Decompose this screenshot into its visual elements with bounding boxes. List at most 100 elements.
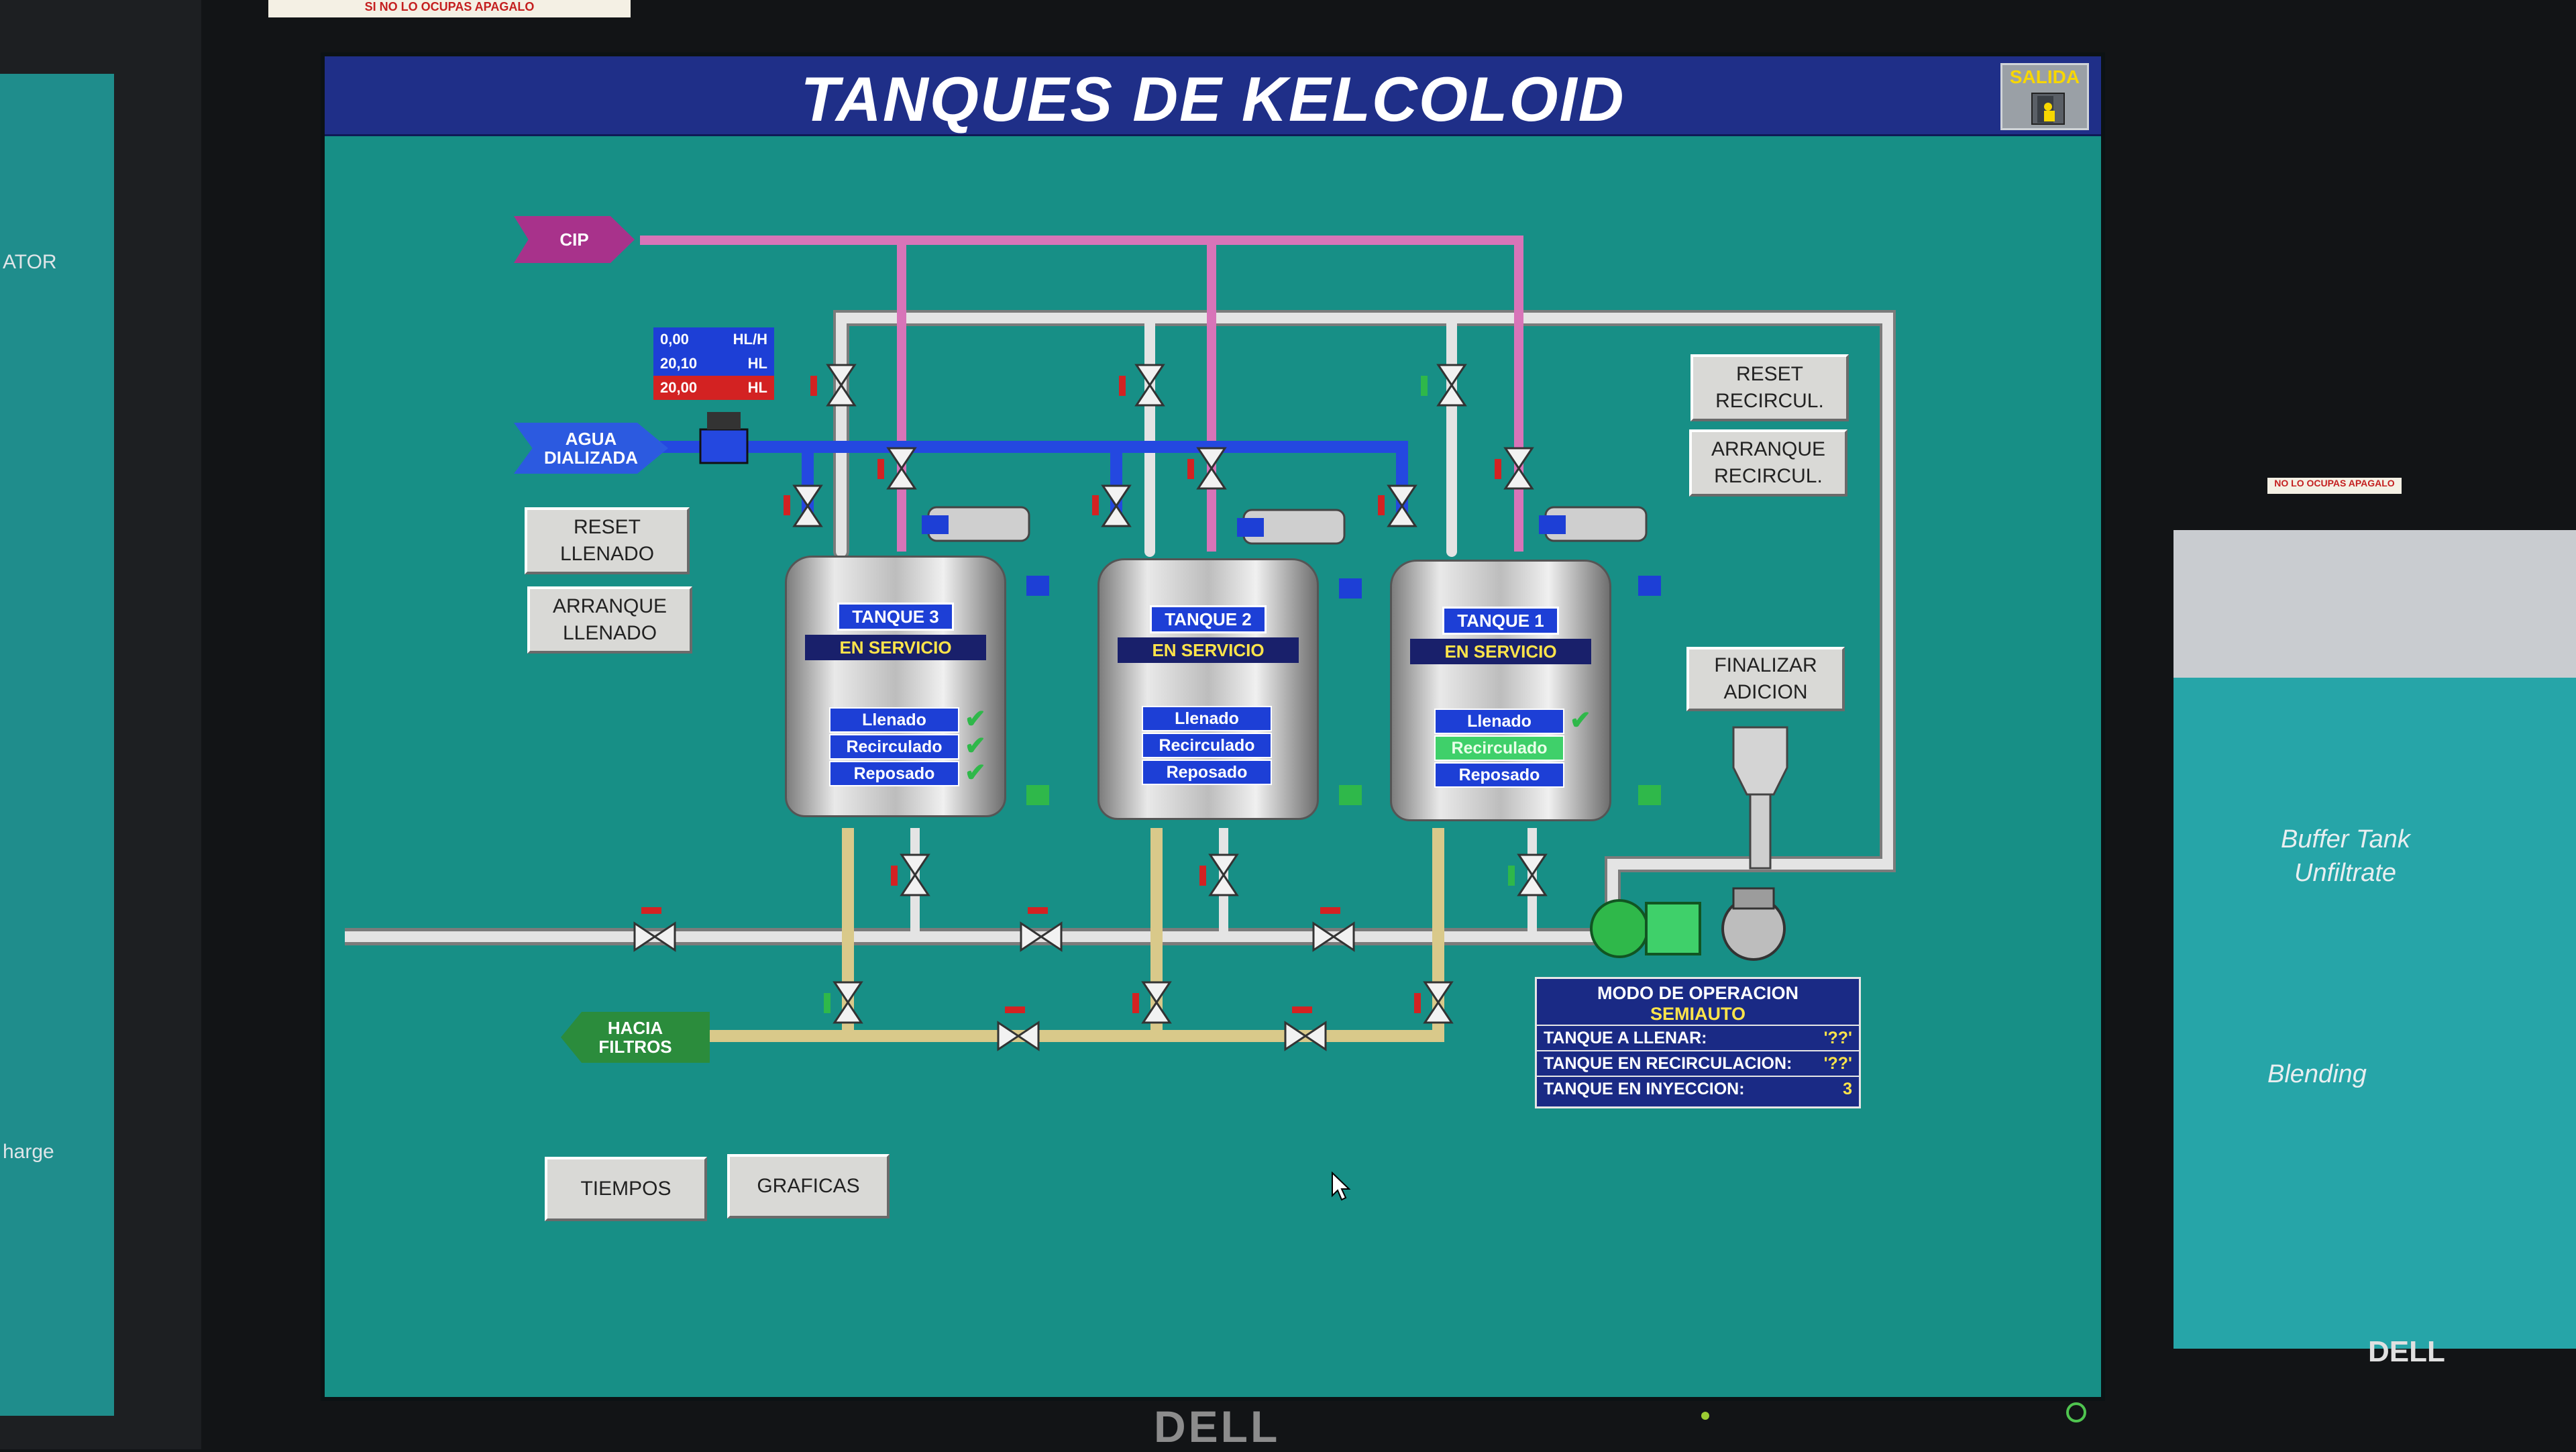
valve-actuators [641, 376, 1515, 1013]
flow-meter-icon [699, 412, 749, 464]
step-recirc-active: Recirculado [1434, 735, 1564, 761]
tank-3[interactable]: TANQUE 3 EN SERVICIO Llenado ✔ Recircula… [785, 556, 1006, 817]
addition-hopper-icon [1732, 726, 1788, 870]
mode-row: TANQUE EN INYECCION:3 [1537, 1076, 1859, 1101]
tank-name: TANQUE 1 [1442, 607, 1559, 635]
valve-actuator-red [877, 459, 884, 479]
valve-icon [1436, 364, 1467, 407]
agitator-motors [922, 506, 1648, 545]
start-fill-button[interactable]: ARRANQUE LLENADO [527, 586, 692, 654]
check-icon [1277, 733, 1308, 757]
mode-row: TANQUE A LLENAR:'??' [1537, 1025, 1859, 1050]
step-recirc: Recirculado [1142, 733, 1272, 758]
exit-label: SALIDA [2009, 66, 2080, 87]
step-rest: Reposado [829, 761, 959, 786]
power-button-icon[interactable] [2066, 1402, 2086, 1422]
sensor-icon [1026, 785, 1049, 805]
right-monitor-header [2174, 530, 2576, 678]
sensor-icon [1339, 578, 1362, 599]
start-recirc-button[interactable]: ARRANQUE RECIRCUL. [1689, 429, 1847, 497]
valve-actuator-red [1414, 993, 1421, 1013]
exit-button[interactable]: SALIDA [2000, 63, 2089, 130]
valve-actuator-red [1495, 459, 1501, 479]
valve-icon [1517, 853, 1548, 896]
right-monitor-screen: Buffer Tank Unfiltrate Blending [2174, 530, 2576, 1349]
left-monitor-text: harge [3, 1141, 54, 1163]
scada-screen: TANQUES DE KELCOLOID SALIDA [321, 52, 2105, 1401]
check-icon [1277, 760, 1308, 784]
right-monitor-brand: DELL [2368, 1335, 2445, 1368]
check-icon [1277, 706, 1308, 730]
title-bar: TANQUES DE KELCOLOID SALIDA [325, 56, 2101, 136]
tank-2[interactable]: TANQUE 2 EN SERVICIO Llenado Recirculado… [1097, 558, 1319, 820]
valve-actuator-red [1320, 907, 1340, 914]
valve-icon [886, 447, 917, 490]
right-monitor-label: Unfiltrate [2294, 859, 2397, 887]
mode-value: SEMIAUTO [1650, 1004, 1746, 1024]
valves [633, 364, 1548, 1051]
valve-actuator-red [1005, 1006, 1025, 1013]
valve-actuator-red [1092, 495, 1099, 515]
sensor-icon [1026, 576, 1049, 596]
right-monitor-label: Buffer Tank [2281, 825, 2410, 853]
valve-icon [1134, 364, 1165, 407]
water-source-tag: AGUA DIALIZADA [514, 423, 668, 474]
step-fill: Llenado [829, 707, 959, 733]
sensor-icon [1339, 785, 1362, 805]
check-icon: ✔ [965, 732, 986, 760]
valve-icon [1020, 921, 1063, 952]
mixer-icon [1721, 887, 1786, 961]
piping-diagram [345, 236, 1896, 1051]
valve-actuator-red [1028, 907, 1048, 914]
tank-name: TANQUE 2 [1150, 605, 1267, 633]
valve-icon [900, 853, 930, 896]
valve-icon [1141, 981, 1172, 1024]
sensor-icon [1638, 576, 1661, 596]
water-pipe [660, 441, 1408, 513]
valve-actuator-green [824, 993, 830, 1013]
valve-icon [792, 484, 823, 527]
valve-actuator-red [891, 866, 898, 886]
left-monitor-text: ATOR [3, 251, 57, 273]
valve-icon [826, 364, 857, 407]
valve-actuator-red [784, 495, 790, 515]
valve-actuator-red [1187, 459, 1194, 479]
valve-icon [1196, 447, 1227, 490]
level-sensors [1026, 576, 1661, 805]
mode-row: TANQUE EN RECIRCULACION:'??' [1537, 1050, 1859, 1076]
tank-state: EN SERVICIO [1118, 637, 1299, 663]
tank-1[interactable]: TANQUE 1 EN SERVICIO Llenado ✔ Recircula… [1390, 560, 1611, 821]
tank-state: EN SERVICIO [1410, 639, 1591, 664]
step-rest: Reposado [1434, 762, 1564, 788]
valve-actuator-green [1508, 866, 1515, 886]
times-button[interactable]: TIEMPOS [545, 1157, 707, 1221]
valve-icon [997, 1021, 1040, 1051]
reset-recirc-button[interactable]: RESET RECIRCUL. [1690, 354, 1849, 421]
valve-actuator-red [1292, 1006, 1312, 1013]
left-background: ATOR harge [0, 0, 201, 1449]
valve-icon [1208, 853, 1239, 896]
mouse-cursor-icon [1332, 1172, 1351, 1201]
valve-icon [1312, 921, 1355, 952]
charts-button[interactable]: GRAFICAS [727, 1154, 890, 1218]
valve-actuator-green [1421, 376, 1428, 396]
mode-title: MODO DE OPERACION [1597, 983, 1799, 1003]
reset-fill-button[interactable]: RESET LLENADO [525, 507, 690, 574]
operation-mode-panel: MODO DE OPERACION SEMIAUTO TANQUE A LLEN… [1535, 977, 1861, 1108]
tank-state: EN SERVICIO [805, 635, 986, 660]
page-title: TANQUES DE KELCOLOID [800, 64, 1625, 134]
valve-icon [633, 921, 676, 952]
valve-icon [1101, 484, 1132, 527]
exit-door-icon [2031, 93, 2065, 125]
valve-actuator-red [641, 907, 661, 914]
sensor-icon [1638, 785, 1661, 805]
valve-actuator-red [1132, 993, 1139, 1013]
finish-addition-button[interactable]: FINALIZAR ADICION [1686, 647, 1845, 711]
pump-icon [1590, 899, 1701, 958]
valve-icon [1387, 484, 1417, 527]
check-icon: ✔ [965, 705, 986, 733]
